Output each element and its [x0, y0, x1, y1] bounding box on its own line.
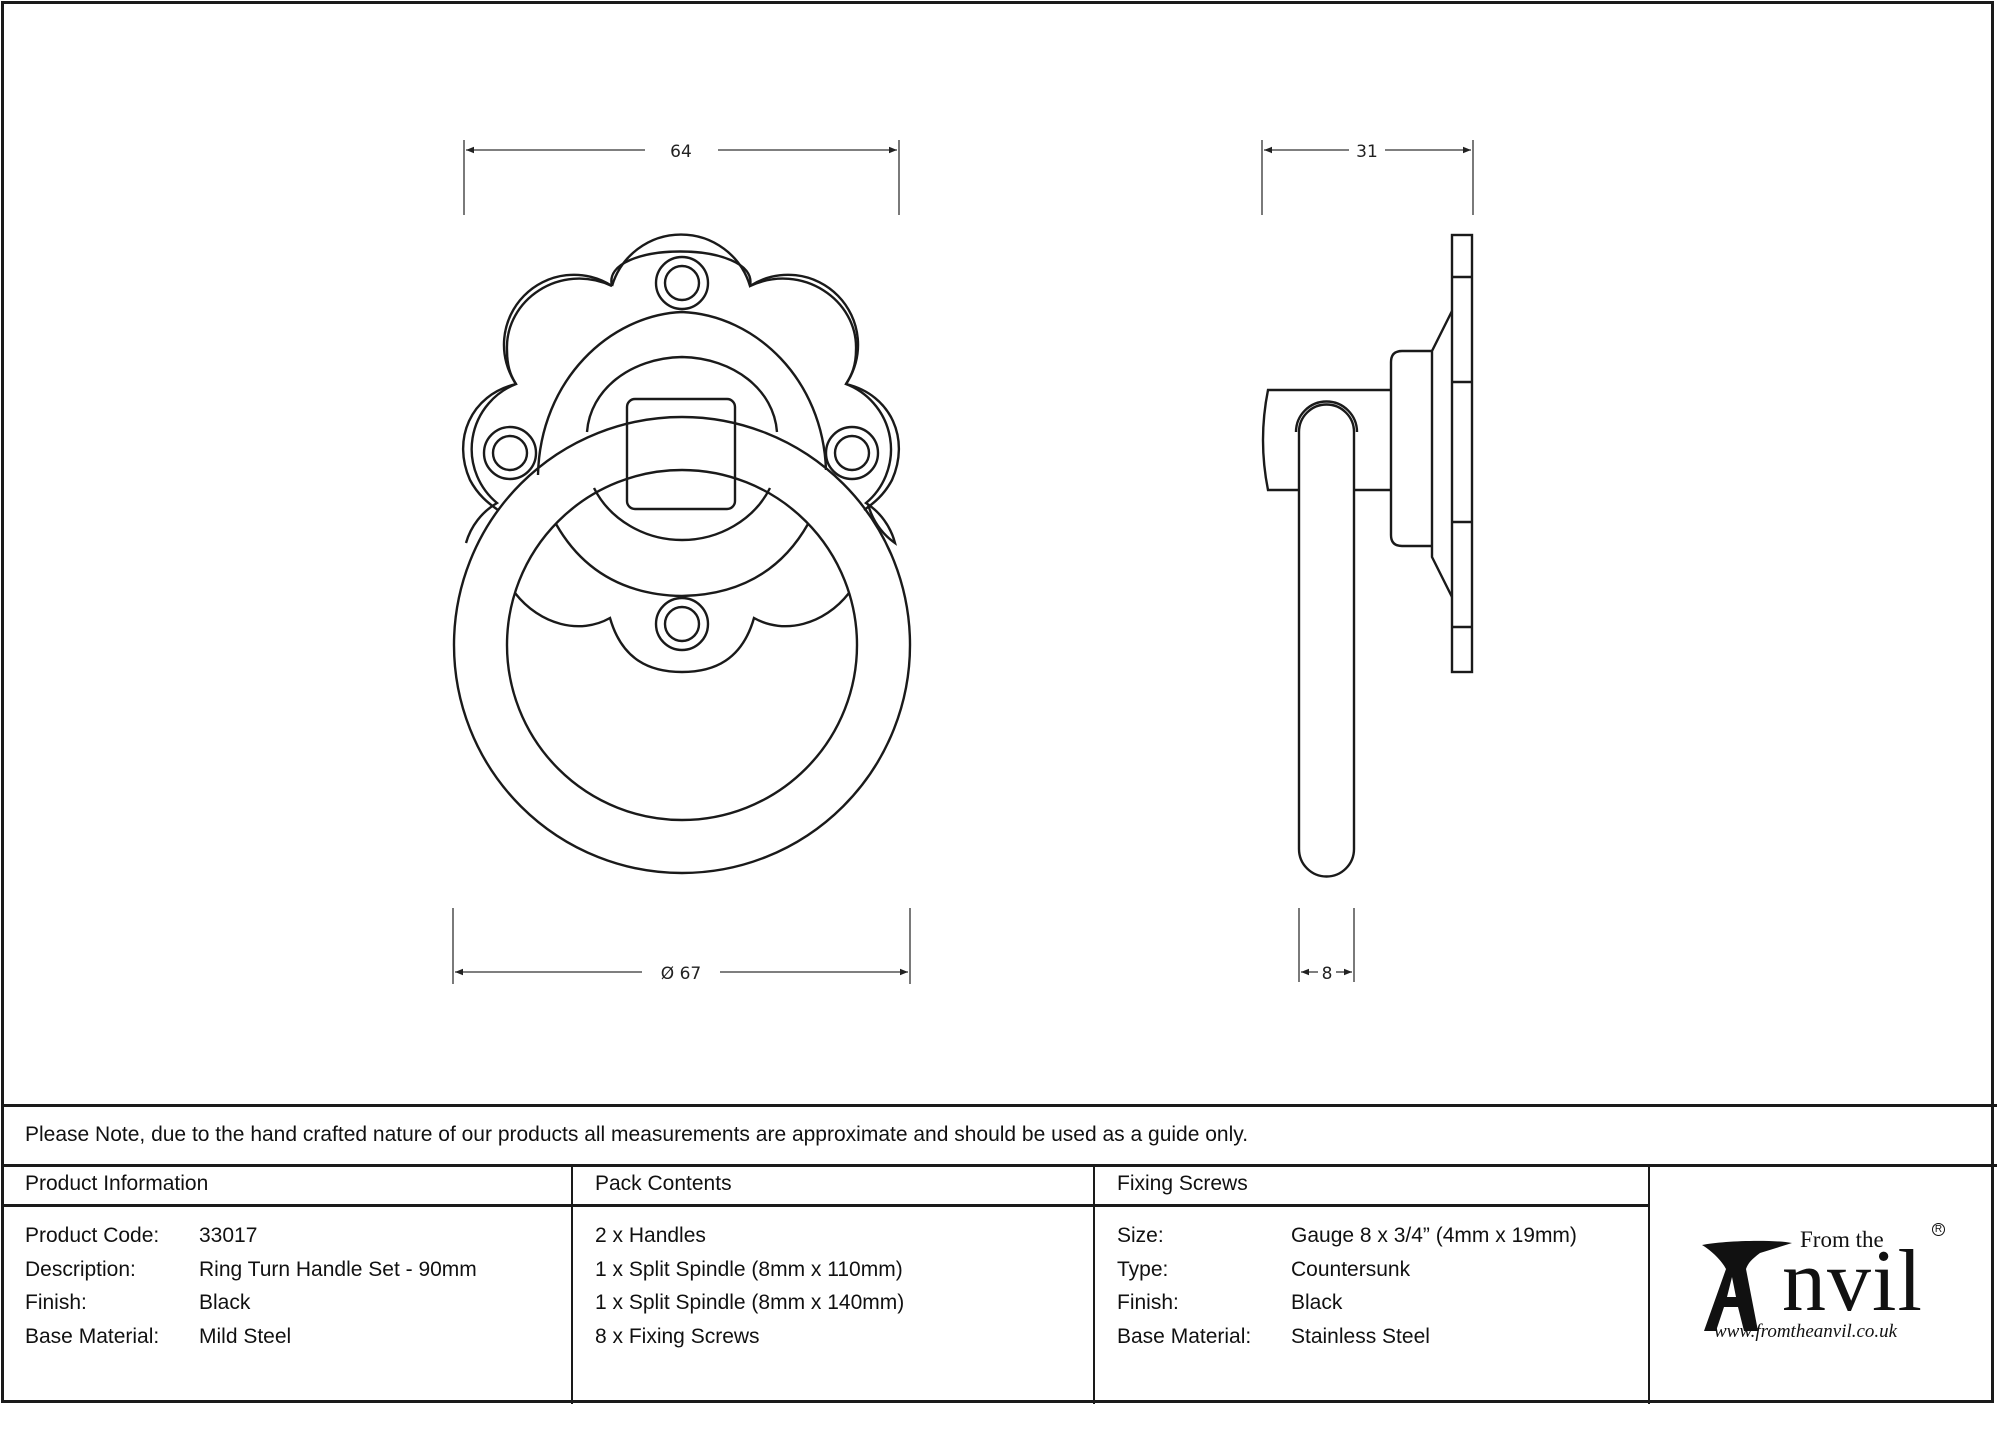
side-view	[1261, 140, 1474, 982]
spindle-square	[625, 397, 737, 511]
finish-row: Finish:Black	[25, 1289, 571, 1323]
fixing-screws-section: Fixing Screws Size:Gauge 8 x 3/4” (4mm x…	[1093, 1167, 1648, 1404]
screw-size-row: Size:Gauge 8 x 3/4” (4mm x 19mm)	[1117, 1224, 1577, 1247]
screw-hole-left	[482, 425, 538, 481]
fixing-screws-title: Fixing Screws	[1095, 1167, 1648, 1207]
depth-dimension-label: 31	[1356, 142, 1378, 162]
depth-dimension	[1261, 140, 1474, 215]
screw-hole-top	[654, 255, 710, 311]
width-dimension-label: 64	[670, 142, 692, 162]
pack-item: 2 x Handles	[595, 1224, 706, 1247]
front-view	[452, 140, 912, 984]
logo-from-the: From the	[1800, 1227, 1884, 1252]
backplate-outline	[464, 233, 897, 546]
ring-inner	[505, 468, 859, 822]
screw-hole-right	[824, 425, 880, 481]
pack-item: 1 x Split Spindle (8mm x 140mm)	[595, 1291, 905, 1314]
anvil-icon	[1702, 1240, 1792, 1331]
note-text: Please Note, due to the hand crafted nat…	[25, 1123, 1249, 1146]
product-code-value: 33017	[199, 1224, 258, 1247]
screw-hole-bottom	[654, 596, 710, 652]
drawing-frame	[1, 1, 1994, 1403]
from-the-anvil-logo: From the Anvil nvil R www.fromtheanvil.c…	[1700, 1223, 1950, 1357]
measurement-note: Please Note, due to the hand crafted nat…	[1, 1104, 1997, 1164]
thickness-dimension-label: 8	[1322, 964, 1333, 984]
thickness-dimension	[1298, 908, 1355, 982]
screw-type-row: Type:Countersunk	[1117, 1257, 1411, 1281]
base-material-value: Mild Steel	[199, 1324, 292, 1348]
logo-brand-tail: nvil	[1782, 1233, 1923, 1330]
technical-drawing: 64 Ø 67 31 8	[452, 140, 1474, 984]
base-material-row: Base Material:Mild Steel	[25, 1323, 571, 1357]
diameter-dimension	[452, 908, 911, 984]
description-row: Description:Ring Turn Handle Set - 90mm	[25, 1256, 571, 1290]
screw-material-row: Base Material:Stainless Steel	[1117, 1324, 1430, 1348]
diameter-dimension-label: Ø 67	[661, 964, 701, 984]
finish-value: Black	[199, 1291, 251, 1314]
pack-item: 1 x Split Spindle (8mm x 110mm)	[595, 1257, 903, 1281]
width-dimension	[463, 140, 900, 215]
product-code-row: Product Code:33017	[25, 1222, 571, 1256]
pack-item: 8 x Fixing Screws	[595, 1324, 760, 1348]
product-information-section: Product Information Product Code:33017 D…	[1, 1167, 571, 1404]
logo-url: www.fromtheanvil.co.uk	[1714, 1321, 1898, 1342]
pack-contents-section: Pack Contents 2 x Handles 1 x Split Spin…	[571, 1167, 1093, 1404]
ring-outer	[452, 415, 912, 875]
registered-icon: R	[1932, 1223, 1945, 1236]
info-table: Product Information Product Code:33017 D…	[1, 1164, 1997, 1404]
product-information-title: Product Information	[1, 1167, 571, 1207]
pack-contents-title: Pack Contents	[573, 1167, 1093, 1207]
screw-finish-row: Finish:Black	[1117, 1291, 1343, 1314]
description-value: Ring Turn Handle Set - 90mm	[199, 1257, 477, 1281]
logo-section: From the Anvil nvil R www.fromtheanvil.c…	[1648, 1167, 1997, 1404]
